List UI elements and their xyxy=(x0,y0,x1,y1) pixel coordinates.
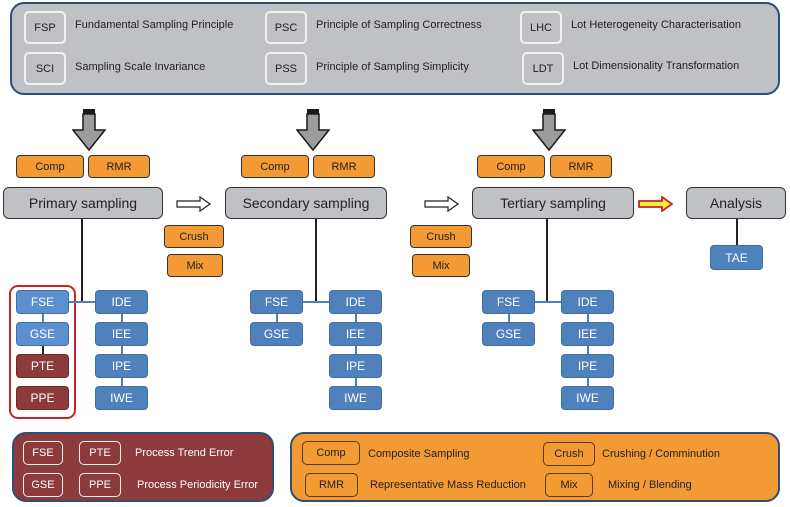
error-pte: PTE xyxy=(16,354,69,378)
abbr-fsp: FSP xyxy=(24,11,66,44)
connector-line xyxy=(587,378,589,386)
error-gse: GSE xyxy=(482,322,535,346)
error-ipe: IPE xyxy=(329,354,382,378)
label-ldt: Lot Dimensionality Transformation xyxy=(573,60,740,72)
right-arrow-icon xyxy=(176,196,212,212)
op-rmr: RMR xyxy=(313,155,375,178)
connector-line xyxy=(587,314,589,322)
legend-operations xyxy=(290,432,780,502)
stage-secondary-sampling: Secondary sampling xyxy=(225,187,387,219)
legend-abbr-crush: Crush xyxy=(543,442,595,466)
error-ipe: IPE xyxy=(561,354,614,378)
error-ide: IDE xyxy=(561,290,614,314)
stage-primary-sampling: Primary sampling xyxy=(3,187,163,219)
right-arrow-icon xyxy=(424,196,460,212)
op-rmr: RMR xyxy=(550,155,612,178)
label-lhc: Lot Heterogeneity Characterisation xyxy=(571,19,741,31)
error-iee: IEE xyxy=(561,322,614,346)
legend-label-mix: Mixing / Blending xyxy=(608,479,692,491)
connector-line xyxy=(121,314,123,322)
op-crush: Crush xyxy=(410,225,472,248)
connector-line xyxy=(355,378,357,386)
error-iee: IEE xyxy=(95,322,148,346)
legend-label-rmr: Representative Mass Reduction xyxy=(370,479,526,491)
error-fse: FSE xyxy=(250,290,303,314)
error-ppe: PPE xyxy=(16,386,69,410)
connector-line xyxy=(81,219,83,302)
legend-abbr-gse: GSE xyxy=(23,473,63,497)
error-ide: IDE xyxy=(95,290,148,314)
connector-line xyxy=(355,346,357,354)
legend-label-comp: Composite Sampling xyxy=(368,448,470,460)
error-gse: GSE xyxy=(16,322,69,346)
op-comp: Comp xyxy=(477,155,545,178)
legend-abbr-mix: Mix xyxy=(545,473,593,497)
connector-line xyxy=(69,301,99,303)
connector-line xyxy=(42,346,44,354)
label-fsp: Fundamental Sampling Principle xyxy=(75,19,234,31)
connector-line xyxy=(121,378,123,386)
highlight-outline xyxy=(9,285,76,419)
error-iwe: IWE xyxy=(561,386,614,410)
op-rmr: RMR xyxy=(88,155,150,178)
label-psc: Principle of Sampling Correctness xyxy=(316,19,482,31)
down-arrow-icon xyxy=(532,109,567,152)
error-iwe: IWE xyxy=(95,386,148,410)
connector-line xyxy=(546,219,548,302)
principles-panel xyxy=(10,2,780,95)
down-arrow-icon xyxy=(296,109,331,152)
error-iwe: IWE xyxy=(329,386,382,410)
legend-abbr-fse: FSE xyxy=(23,441,63,465)
abbr-pss: PSS xyxy=(265,52,307,85)
connector-line xyxy=(587,346,589,354)
connector-line xyxy=(276,314,278,322)
legend-abbr-rmr: RMR xyxy=(305,473,358,497)
connector-line xyxy=(121,346,123,354)
stage-tertiary-sampling: Tertiary sampling xyxy=(472,187,634,219)
op-mix: Mix xyxy=(412,254,470,277)
connector-line xyxy=(303,301,333,303)
down-arrow-icon xyxy=(72,109,107,152)
connector-line xyxy=(315,219,317,302)
legend-label-pte: Process Trend Error xyxy=(135,447,234,459)
error-tae: TAE xyxy=(710,245,763,270)
abbr-lhc: LHC xyxy=(520,11,562,44)
op-mix: Mix xyxy=(167,254,223,277)
abbr-psc: PSC xyxy=(265,11,307,44)
error-ide: IDE xyxy=(329,290,382,314)
label-pss: Principle of Sampling Simplicity xyxy=(316,61,469,73)
op-crush: Crush xyxy=(164,225,224,248)
legend-label-crush: Crushing / Comminution xyxy=(602,448,720,460)
op-comp: Comp xyxy=(241,155,309,178)
legend-abbr-pte: PTE xyxy=(79,441,121,465)
legend-abbr-ppe: PPE xyxy=(79,473,121,497)
connector-line xyxy=(355,314,357,322)
error-iee: IEE xyxy=(329,322,382,346)
error-fse: FSE xyxy=(482,290,535,314)
connector-line xyxy=(535,301,565,303)
stage-analysis: Analysis xyxy=(686,187,786,219)
label-sci: Sampling Scale Invariance xyxy=(75,61,206,73)
error-fse: FSE xyxy=(16,290,69,314)
legend-abbr-comp: Comp xyxy=(302,441,360,465)
connector-line xyxy=(508,314,510,322)
abbr-sci: SCI xyxy=(24,52,66,85)
right-arrow-icon xyxy=(638,196,674,212)
legend-label-ppe: Process Periodicity Error xyxy=(137,479,259,491)
error-gse: GSE xyxy=(250,322,303,346)
abbr-ldt: LDT xyxy=(522,52,564,85)
legend-process-errors xyxy=(12,432,274,502)
connector-line xyxy=(736,219,738,248)
connector-line xyxy=(42,314,44,322)
op-comp: Comp xyxy=(16,155,84,178)
error-ipe: IPE xyxy=(95,354,148,378)
